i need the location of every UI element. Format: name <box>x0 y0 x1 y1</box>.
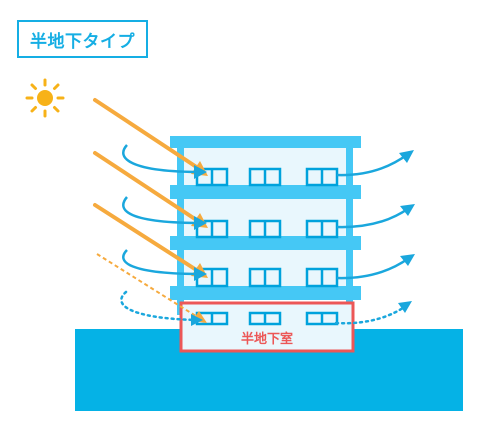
floor-slab <box>170 185 361 199</box>
diagram-title: 半地下タイプ <box>30 31 135 52</box>
roof-slab <box>170 136 361 148</box>
basement-airflow <box>120 290 412 326</box>
basement <box>179 301 355 353</box>
diagram-title-box: 半地下タイプ <box>17 20 148 58</box>
airflow-arrowheads <box>194 150 415 281</box>
floor-slab <box>170 236 361 250</box>
window-row-2f <box>195 219 339 239</box>
window-row-1f <box>195 267 339 288</box>
sun-icon <box>25 78 65 118</box>
window-row-basement <box>195 311 339 326</box>
basement-label: 半地下室 <box>241 331 293 347</box>
floor-slab <box>170 286 361 300</box>
